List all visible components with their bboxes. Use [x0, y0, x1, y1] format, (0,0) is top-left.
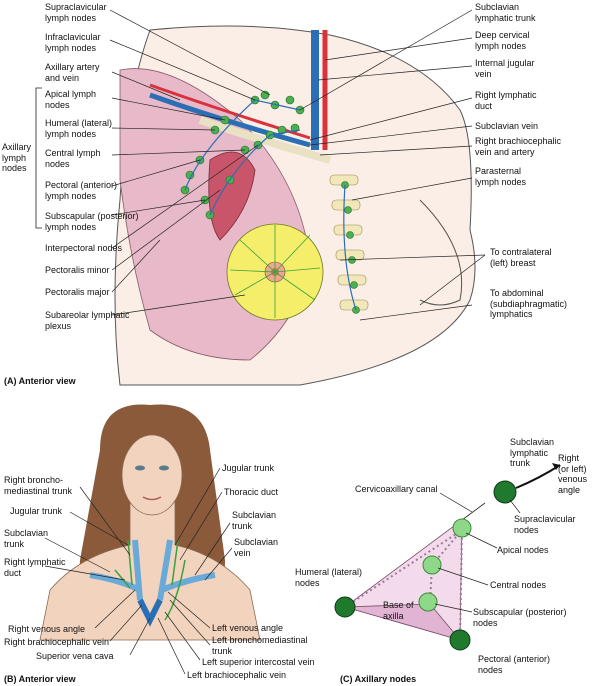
- label-right-brachiocephalic-vein: Right brachiocephalic vein: [4, 637, 110, 647]
- label-c-central-nodes: Central nodes: [490, 580, 547, 590]
- node-subscapular: [418, 592, 438, 612]
- caption-panel-c: (C) Axillary nodes: [340, 674, 417, 684]
- node-central: [422, 555, 442, 575]
- left-eye: [135, 465, 145, 471]
- label-left-superior-intercostal-vein: Left superior intercostal vein: [202, 657, 315, 667]
- axillary-lymph-nodes: [180, 90, 360, 314]
- breast-lymphatics: [229, 225, 321, 318]
- pectoralis-minor-muscle: [208, 151, 256, 241]
- clavicle: [198, 116, 332, 164]
- neck-veins: [89, 539, 216, 627]
- label-subscapular-lymph-nodes: Subscapular (posterior) lymph nodes: [45, 211, 139, 232]
- face: [121, 434, 183, 516]
- right-eye: [159, 465, 169, 471]
- label-jugular-trunk-right: Jugular trunk: [10, 506, 63, 516]
- lymphatic-vessels-a: [184, 99, 357, 311]
- axilla-pyramid-face: [344, 603, 462, 641]
- label-right-venous-angle: Right venous angle: [8, 624, 86, 634]
- label-subclavian-vein-b: Subclavian vein: [234, 537, 279, 558]
- label-subclavian-trunk-left: Subclavian trunk: [232, 510, 277, 531]
- label-infraclavicular-lymph-nodes: Infraclavicular lymph nodes: [45, 32, 101, 53]
- label-subclavian-lymphatic-trunk: Subclavian lymphatic trunk: [475, 2, 536, 23]
- caption-panel-a: (A) Anterior view: [4, 376, 76, 386]
- label-left-bronchomediastinal-trunk: Left bronchomediastinal trunk: [212, 635, 308, 656]
- panel-c-leader-lines: [434, 492, 521, 613]
- label-jugular-trunk-left: Jugular trunk: [222, 463, 275, 473]
- caption-panel-b: (B) Anterior view: [4, 674, 76, 684]
- label-to-contralateral-breast: To contralateral (left) breast: [490, 247, 552, 268]
- label-pectoral-lymph-nodes: Pectoral (anterior) lymph nodes: [45, 180, 118, 201]
- node-apical: [452, 518, 472, 538]
- neck-shoulders: [39, 499, 261, 641]
- label-subclavian-vein: Subclavian vein: [475, 121, 539, 131]
- label-thoracic-duct: Thoracic duct: [224, 487, 279, 497]
- label-right-lymphatic-duct: Right lymphatic duct: [475, 90, 537, 111]
- label-internal-jugular-vein: Internal jugular vein: [475, 58, 535, 79]
- label-c-base-of-axilla: Base of axilla: [383, 600, 414, 621]
- axillary-nodes-bracket: [35, 87, 42, 229]
- label-supraclavicular-lymph-nodes: Supraclavicular lymph nodes: [45, 2, 107, 23]
- panel-b-leader-lines: [44, 467, 233, 675]
- label-c-apical-nodes: Apical nodes: [497, 545, 549, 555]
- node-pectoral: [449, 629, 471, 651]
- label-c-cervicoaxillary-canal: Cervicoaxillary canal: [355, 484, 438, 494]
- label-pectoralis-minor: Pectoralis minor: [45, 265, 110, 275]
- label-right-bronchomediastinal-trunk: Right broncho- mediastinal trunk: [4, 475, 73, 496]
- label-left-venous-angle: Left venous angle: [212, 623, 284, 633]
- label-c-pectoral-nodes: Pectoral (anterior) nodes: [478, 654, 551, 675]
- label-left-brachiocephalic-vein: Left brachiocephalic vein: [187, 670, 287, 680]
- lymphatic-trunks: [114, 539, 186, 621]
- label-subareolar-lymphatic-plexus: Subareolar lymphatic plexus: [45, 310, 130, 331]
- label-c-humeral-nodes: Humeral (lateral) nodes: [295, 567, 363, 588]
- label-central-lymph-nodes: Central lymph nodes: [45, 148, 101, 169]
- arrow-head: [552, 463, 560, 470]
- label-humeral-lymph-nodes: Humeral (lateral) lymph nodes: [45, 118, 113, 139]
- right-breast-outline: [419, 199, 463, 306]
- node-humeral: [334, 596, 356, 618]
- label-subclavian-trunk-right: Subclavian trunk: [4, 528, 49, 549]
- label-c-subscapular-nodes: Subscapular (posterior) nodes: [473, 607, 567, 628]
- label-interpectoral-nodes: Interpectoral nodes: [45, 243, 123, 253]
- label-right-lymphatic-duct-b: Right lymphatic duct: [4, 557, 66, 578]
- label-right-brachiocephalic-vein-artery: Right brachiocephalic vein and artery: [475, 136, 562, 157]
- label-c-venous-angle: Right (or left) venous angle: [558, 453, 588, 495]
- label-superior-vena-cava: Superior vena cava: [36, 651, 114, 661]
- cervicoaxillary-canal-edge: [461, 502, 486, 521]
- label-axillary-lymph-nodes-group: Axillary lymph nodes: [2, 142, 32, 173]
- label-apical-lymph-nodes: Apical lymph nodes: [45, 89, 97, 110]
- label-c-subclavian-lymphatic-trunk: Subclavian lymphatic trunk: [510, 437, 555, 468]
- node-supraclavicular: [493, 480, 517, 504]
- label-deep-cervical-lymph-nodes: Deep cervical lymph nodes: [475, 30, 530, 51]
- label-pectoralis-major: Pectoralis major: [45, 287, 110, 297]
- label-parasternal-lymph-nodes: Parasternal lymph nodes: [475, 166, 527, 187]
- label-axillary-artery-and-vein: Axillary artery and vein: [45, 62, 100, 83]
- label-c-supraclavicular-nodes: Supraclavicular nodes: [514, 514, 576, 535]
- mouth: [142, 496, 162, 501]
- label-to-abdominal-lymphatics: To abdominal (subdiaphragmatic) lymphati…: [490, 288, 568, 319]
- panel-a-leader-lines-right: [299, 9, 486, 321]
- panel-a-leader-lines-left: [109, 9, 271, 316]
